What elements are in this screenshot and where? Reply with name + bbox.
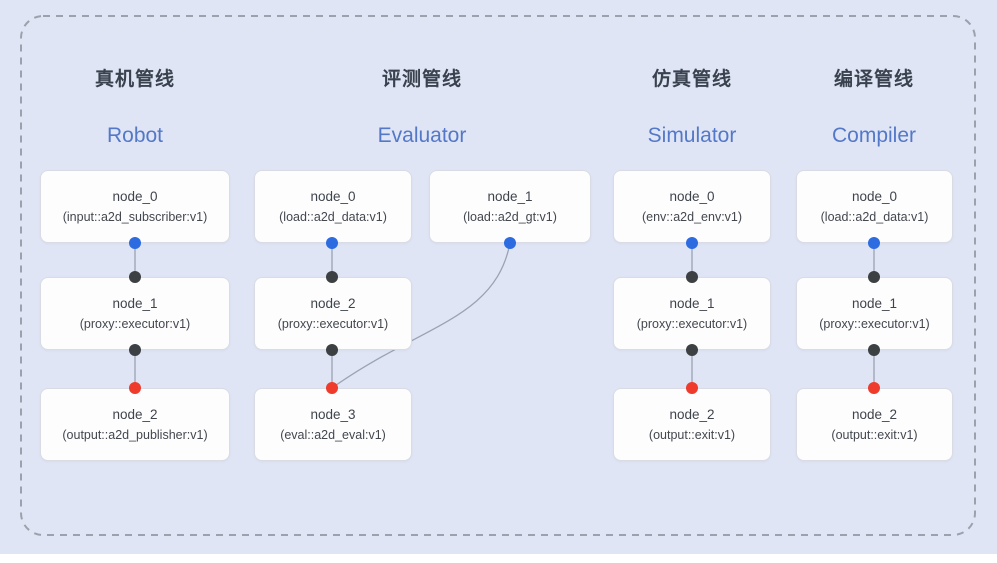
port-dot-red: [326, 382, 338, 394]
node-name: node_2: [112, 407, 158, 423]
node-name: node_3: [310, 407, 356, 423]
node-evaluator-3[interactable]: node_3 (eval::a2d_eval:v1): [254, 388, 412, 461]
port-dot-black: [326, 344, 338, 356]
node-evaluator-1[interactable]: node_1 (load::a2d_gt:v1): [429, 170, 591, 243]
node-simulator-0[interactable]: node_0 (env::a2d_env:v1): [613, 170, 771, 243]
node-name: node_1: [851, 296, 898, 312]
node-detail: (eval::a2d_eval:v1): [280, 427, 386, 442]
port-dot-blue: [129, 237, 141, 249]
port-dot-black: [868, 271, 880, 283]
node-name: node_2: [310, 296, 356, 312]
node-name: node_2: [669, 407, 715, 423]
node-compiler-0[interactable]: node_0 (load::a2d_data:v1): [796, 170, 953, 243]
node-robot-2[interactable]: node_2 (output::a2d_publisher:v1): [40, 388, 230, 461]
pipeline-title-zh-compiler: 编译管线: [833, 69, 914, 90]
node-detail: (proxy::executor:v1): [819, 316, 930, 331]
port-dot-blue: [504, 237, 516, 249]
port-dot-black: [868, 344, 880, 356]
node-compiler-2[interactable]: node_2 (output::exit:v1): [796, 388, 953, 461]
port-dot-blue: [326, 237, 338, 249]
node-detail: (proxy::executor:v1): [79, 316, 191, 331]
node-name: node_0: [310, 189, 356, 205]
node-simulator-2[interactable]: node_2 (output::exit:v1): [613, 388, 771, 461]
node-detail: (output::exit:v1): [831, 427, 918, 442]
node-name: node_1: [669, 296, 715, 312]
port-dot-red: [129, 382, 141, 394]
dashed-container-border: [20, 15, 976, 536]
edge-evaluator-n1-n3-curve: [331, 242, 511, 389]
port-dot-black: [686, 271, 698, 283]
node-detail: (output::a2d_publisher:v1): [62, 427, 208, 442]
pipeline-title-zh-evaluator: 评测管线: [381, 69, 462, 90]
node-name: node_2: [851, 407, 898, 423]
node-robot-1[interactable]: node_1 (proxy::executor:v1): [40, 277, 230, 350]
node-name: node_0: [112, 189, 158, 205]
node-name: node_1: [487, 189, 533, 205]
port-dot-red: [868, 382, 880, 394]
node-detail: (load::a2d_data:v1): [820, 209, 929, 224]
node-evaluator-2[interactable]: node_2 (proxy::executor:v1): [254, 277, 412, 350]
pipeline-title-zh-robot: 真机管线: [94, 69, 175, 90]
node-evaluator-0[interactable]: node_0 (load::a2d_data:v1): [254, 170, 412, 243]
node-name: node_1: [112, 296, 158, 312]
node-detail: (proxy::executor:v1): [636, 316, 748, 331]
node-detail: (load::a2d_gt:v1): [463, 209, 557, 224]
node-name: node_0: [669, 189, 715, 205]
pipeline-title-en-simulator: Simulator: [647, 124, 737, 147]
port-dot-red: [686, 382, 698, 394]
port-dot-black: [686, 344, 698, 356]
port-dot-black: [326, 271, 338, 283]
bottom-white-strip: [0, 554, 997, 563]
pipeline-title-en-robot: Robot: [106, 124, 164, 147]
port-dot-blue: [868, 237, 880, 249]
node-robot-0[interactable]: node_0 (input::a2d_subscriber:v1): [40, 170, 230, 243]
pipeline-title-en-evaluator: Evaluator: [377, 124, 467, 147]
pipeline-title-zh-simulator: 仿真管线: [651, 69, 732, 90]
node-simulator-1[interactable]: node_1 (proxy::executor:v1): [613, 277, 771, 350]
node-detail: (input::a2d_subscriber:v1): [62, 209, 208, 224]
port-dot-black: [129, 271, 141, 283]
node-compiler-1[interactable]: node_1 (proxy::executor:v1): [796, 277, 953, 350]
node-detail: (output::exit:v1): [648, 427, 736, 442]
node-detail: (proxy::executor:v1): [277, 316, 389, 331]
node-detail: (load::a2d_data:v1): [279, 209, 387, 224]
port-dot-black: [129, 344, 141, 356]
node-name: node_0: [851, 189, 898, 205]
pipeline-title-en-compiler: Compiler: [831, 124, 917, 147]
node-detail: (env::a2d_env:v1): [641, 209, 743, 224]
port-dot-blue: [686, 237, 698, 249]
